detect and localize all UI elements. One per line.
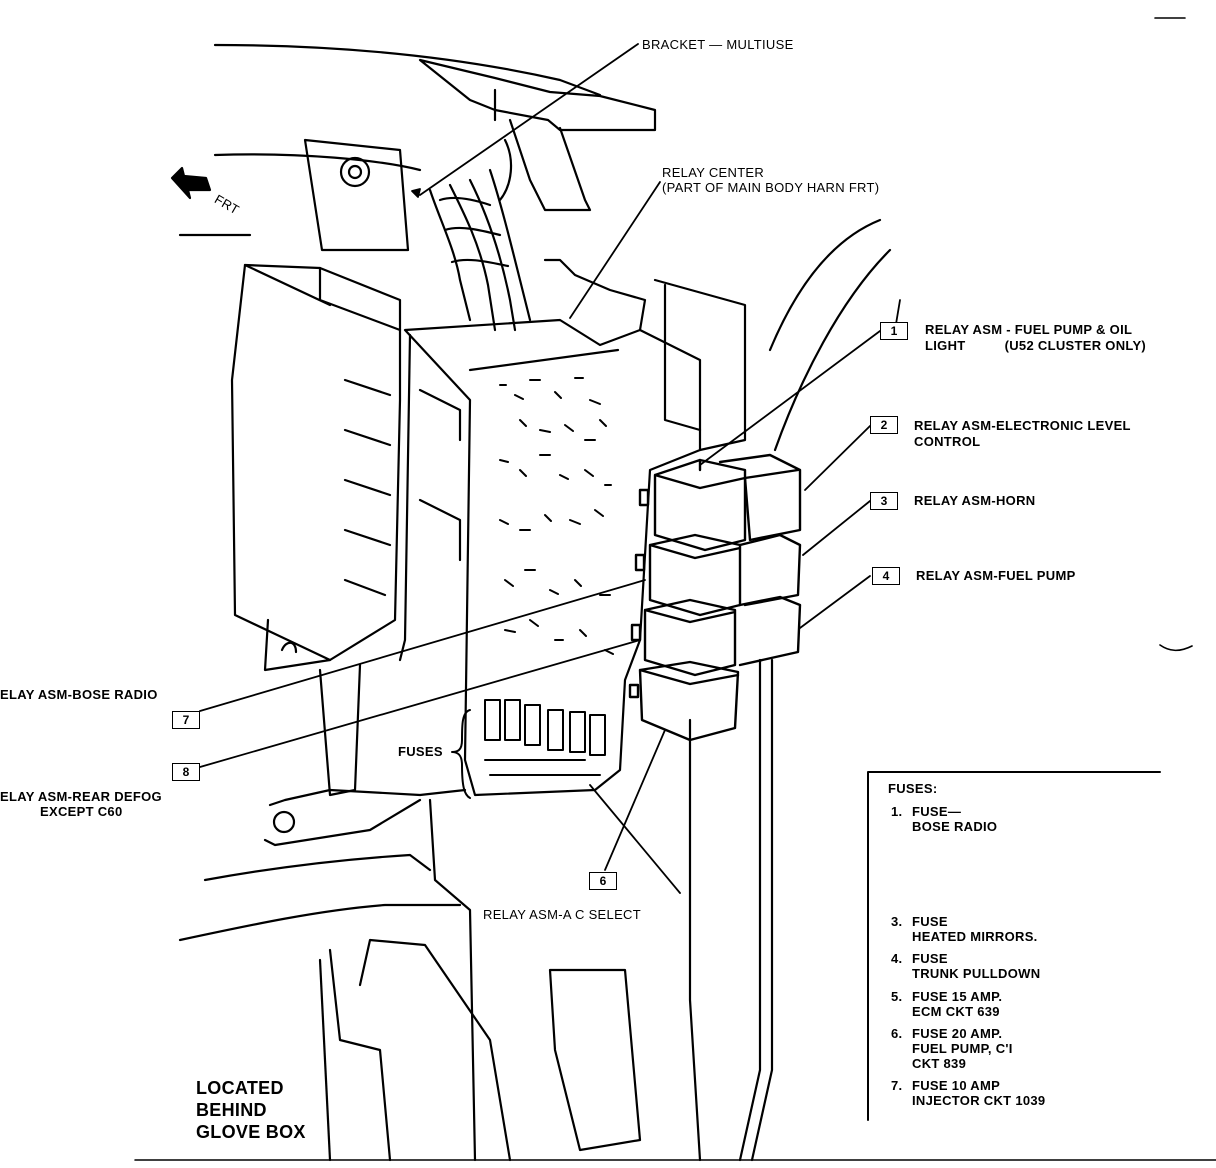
wire-harness [428, 138, 532, 332]
bracket-body [493, 88, 592, 212]
callout-number: 7 [172, 711, 200, 729]
callout-label: RELAY ASM-FUEL PUMP [916, 568, 1076, 583]
callout-label: ELAY ASM-REAR DEFOG [0, 789, 162, 804]
callout-label: RELAY ASM-ELECTRONIC LEVEL [914, 418, 1131, 433]
callout-label: CONTROL [914, 434, 981, 449]
relay-center-housing [403, 318, 702, 797]
callout-number: 3 [870, 492, 898, 510]
bracket-bolt [339, 156, 371, 188]
fuse-item-number: 1. [891, 804, 903, 819]
pillar-trim [768, 218, 882, 352]
callout-label: ELAY ASM-BOSE RADIO [0, 687, 158, 702]
fuses-label: FUSES [398, 744, 443, 759]
fuse-sockets [484, 377, 614, 776]
callout-label: LIGHT (U52 CLUSTER ONLY) [925, 338, 1147, 353]
dash-contour [213, 153, 422, 172]
relay-stack [628, 453, 802, 742]
callout-number: 4 [872, 567, 900, 585]
fuse-item-text: FUSE 15 AMP. ECM CKT 639 [912, 989, 1003, 1019]
relay-center-sublabel: (PART OF MAIN BODY HARN FRT) [662, 180, 880, 195]
fuse-item-text: FUSE HEATED MIRRORS. [912, 914, 1038, 944]
callout-label: RELAY ASM-A C SELECT [483, 907, 641, 922]
location-note: BEHIND [196, 1100, 267, 1120]
bracket-plate [303, 138, 410, 252]
location-note: LOCATED [196, 1078, 284, 1098]
fuse-item-number: 6. [891, 1026, 903, 1041]
location-note: GLOVE BOX [196, 1122, 306, 1142]
lower-panel [318, 663, 362, 797]
callout-number: 2 [870, 416, 898, 434]
control-module [230, 263, 402, 662]
leader-lines [199, 43, 901, 894]
fuse-item-number: 3. [891, 914, 903, 929]
callout-label: RELAY ASM - FUEL PUMP & OIL [925, 322, 1133, 337]
fuse-item-text: FUSE 10 AMP INJECTOR CKT 1039 [912, 1078, 1046, 1108]
dash-contour [213, 43, 602, 97]
callout-number: 6 [589, 872, 617, 890]
callout-number: 8 [172, 763, 200, 781]
fuse-item-text: FUSE— BOSE RADIO [912, 804, 998, 834]
relay-center-label: RELAY CENTER [662, 165, 765, 180]
fuse-item-number: 5. [891, 989, 903, 1004]
callout-label: EXCEPT C60 [40, 804, 123, 819]
fuse-table-frame [867, 771, 1161, 1121]
bracket-top [418, 58, 657, 132]
fuse-item-text: FUSE TRUNK PULLDOWN [912, 951, 1041, 981]
callout-label: RELAY ASM-HORN [914, 493, 1036, 508]
callout-number: 1 [880, 322, 908, 340]
frt-arrow-icon [170, 166, 212, 200]
fuses-brace [451, 709, 471, 799]
fuse-item-number: 7. [891, 1078, 903, 1093]
fuse-item-text: FUSE 20 AMP. FUEL PUMP, C'I CKT 839 [912, 1026, 1013, 1071]
fuse-table-title: FUSES: [888, 781, 938, 796]
bracket-label: BRACKET — MULTIUSE [642, 37, 794, 52]
fuse-item-number: 4. [891, 951, 903, 966]
